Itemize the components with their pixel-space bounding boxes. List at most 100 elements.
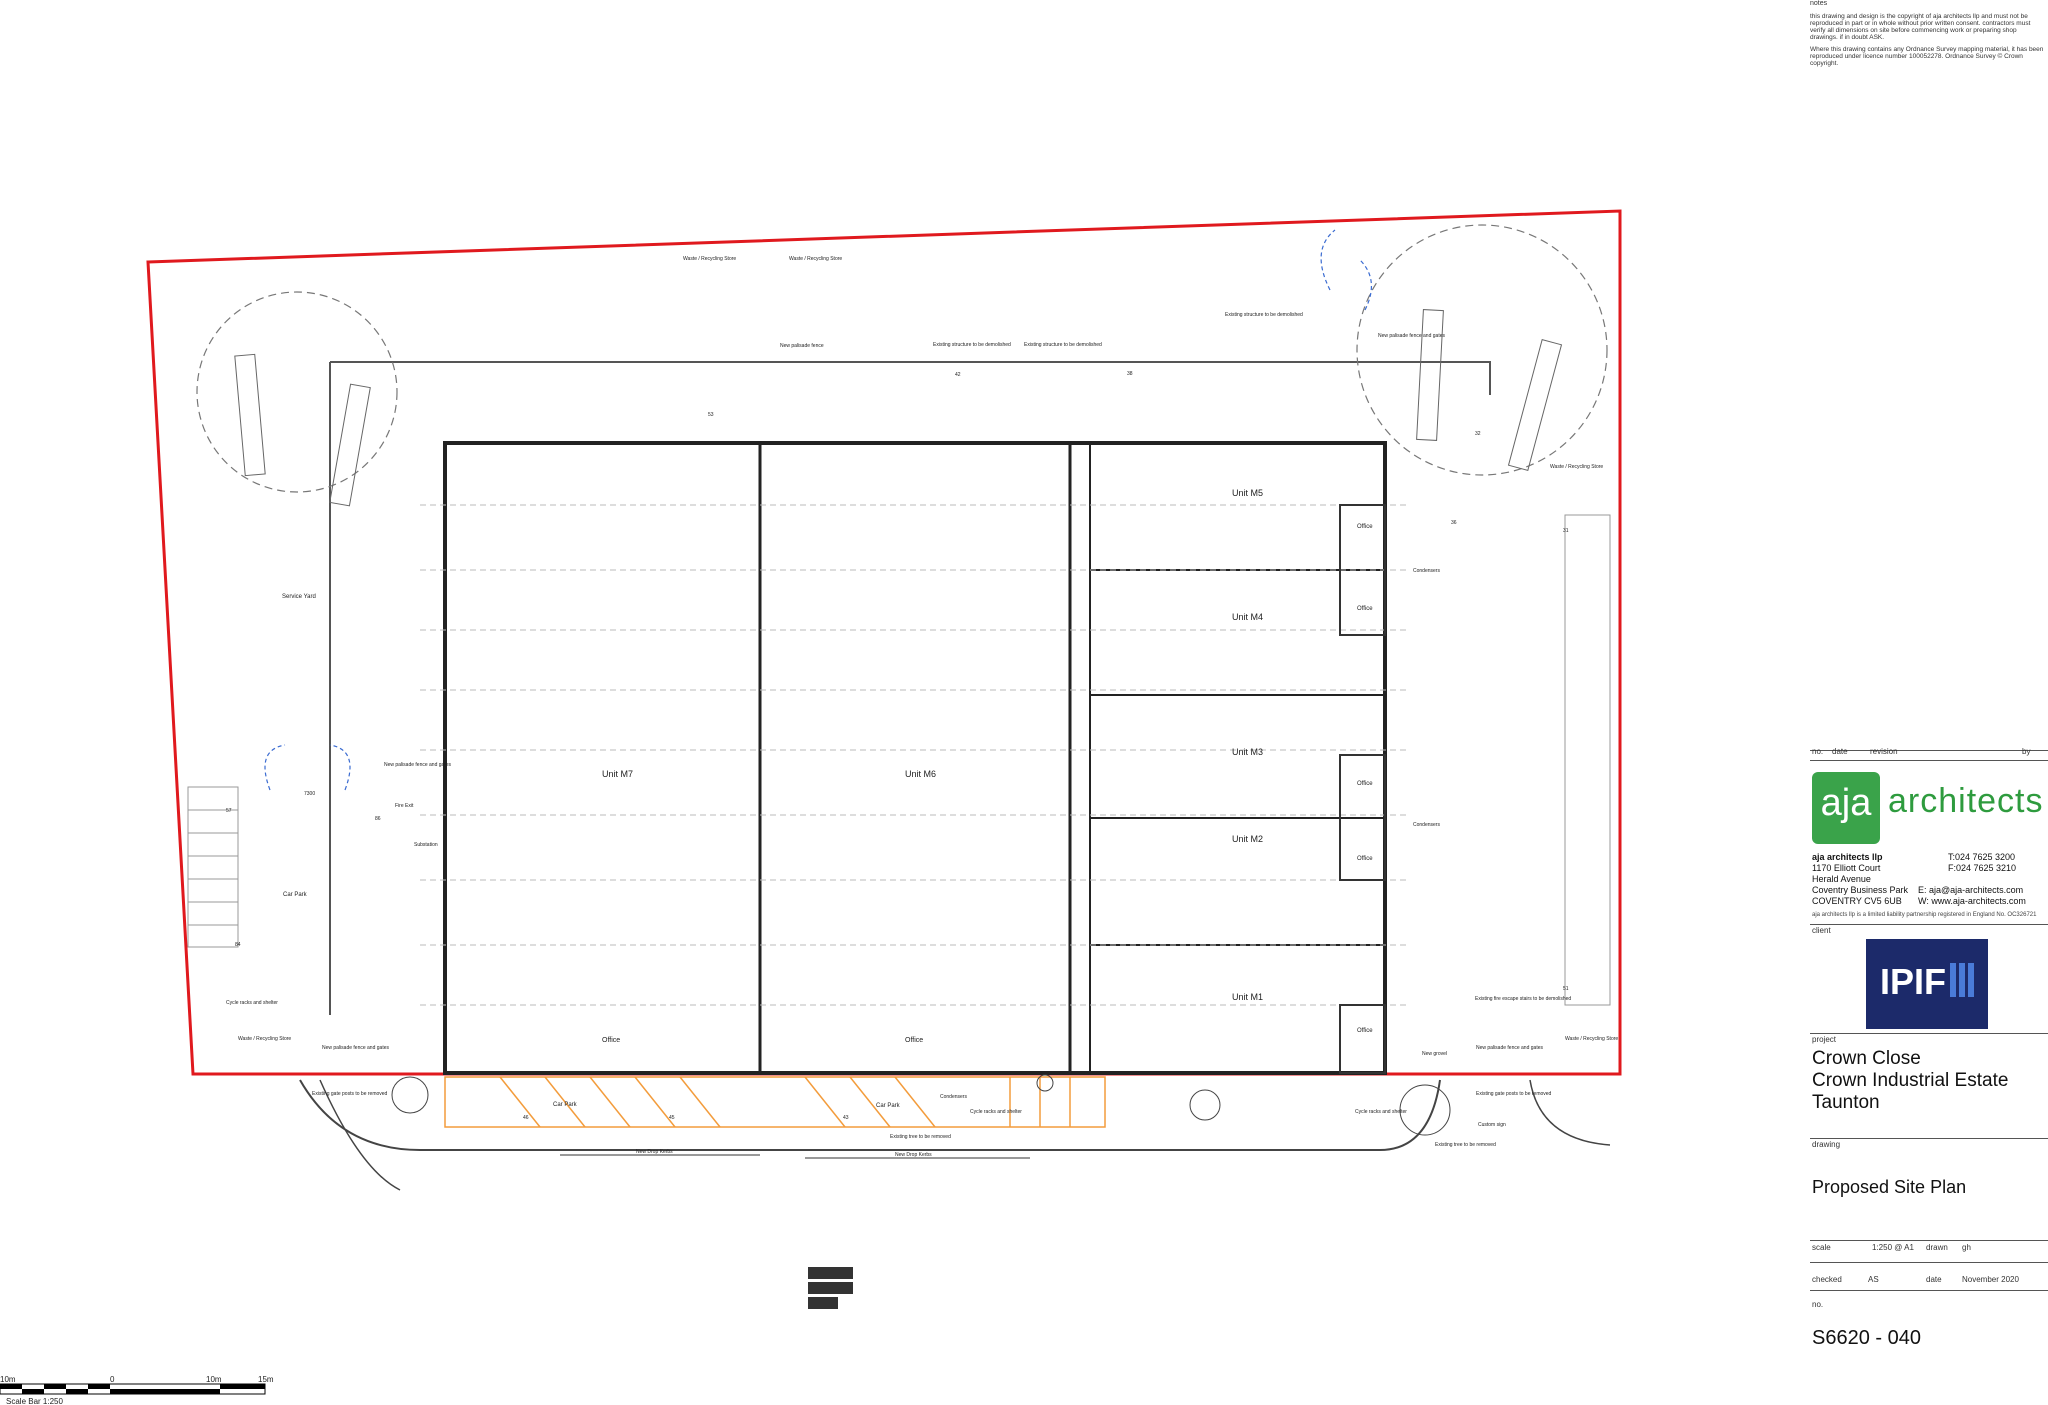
car-park-bays-right [1564,514,1611,1006]
label-tree-removed-2: Existing tree to be removed [1435,1142,1496,1148]
label-car-park-left: Car Park [283,892,308,898]
label-service-yard: Service Yard [282,594,316,600]
aja-logo-word: architects [1888,782,2044,820]
label-gate-posts-2: Existing gate posts to be removed [1476,1091,1552,1097]
drawing-heading: drawing [1812,1140,1841,1149]
architect-email[interactable]: E: aja@aja-architects.com [1918,885,2024,895]
label-gate-posts-1: Existing gate posts to be removed [312,1091,388,1097]
divider-meta-1 [1810,1240,2048,1241]
label-waste-store-4: Waste / Recycling Store [1565,1036,1618,1042]
label-condensers-1: Condensers [1413,568,1440,574]
labels: Unit M7 Unit M6 Unit M5 Unit M4 Unit M3 … [0,256,1618,1405]
label-dim-7300: 7300 [304,791,315,797]
client-logo-bars-icon [1950,963,1974,997]
architect-fax: F:024 7625 3210 [1948,863,2017,873]
architect-web[interactable]: W: www.aja-architects.com [1918,896,2026,906]
label-office-m1: Office [1357,1028,1373,1034]
notes-panel: notes this drawing and design is the cop… [1810,0,2046,72]
label-office-m3: Office [1357,781,1373,787]
drawing-no-label: no. [1812,1300,1824,1309]
label-custom-sign: Custom sign [1478,1122,1506,1128]
aja-logo-icon [1812,772,1880,844]
divider-revisions-top [1810,750,2048,751]
label-condensers-2: Condensers [1413,822,1440,828]
label-office-m6: Office [905,1037,923,1044]
scale-label: scale [1812,1243,1831,1252]
label-waste-store-3: Waste / Recycling Store [1550,464,1603,470]
label-palisade-fence: New palisade fence [780,343,824,349]
notes-os-licence: Where this drawing contains any Ordnance… [1810,46,2044,67]
label-waste-store-1: Waste / Recycling Store [683,256,736,262]
label-num-53: 53 [708,412,714,418]
site-plan-drawing: Unit M7 Unit M6 Unit M5 Unit M4 Unit M3 … [0,209,1622,1405]
label-unit-m5: Unit M5 [1232,488,1263,498]
project-heading: project [1812,1035,1837,1044]
label-waste-store-5: Waste / Recycling Store [238,1036,291,1042]
label-office-m5: Office [1357,524,1373,530]
label-unit-m4: Unit M4 [1232,612,1263,622]
gates [264,229,1372,791]
label-office-m2: Office [1357,856,1373,862]
divider-meta-2 [1810,1262,2048,1263]
label-num-36: 36 [1451,520,1457,526]
architect-address-2: Herald Avenue [1812,874,1871,884]
label-drop-kerbs-2: New Drop Kerbs [895,1152,932,1158]
label-car-park-south-2: Car Park [876,1103,901,1109]
drawing-title: Proposed Site Plan [1812,1177,1967,1197]
scale-tick-zero: 0 [110,1375,115,1384]
label-num-42: 42 [955,372,961,378]
site-boundary [146,209,1622,1076]
aja-logo-text: aja [1820,782,1872,824]
label-palisade-gates-4: New palisade fence and gates [1476,1045,1543,1051]
label-num-38: 38 [1127,371,1133,377]
label-cycle-racks-1: Cycle racks and shelter [226,1000,278,1006]
trees [391,1074,1451,1136]
label-num-32: 32 [1475,431,1481,437]
divider-drawing [1810,1138,2048,1139]
drawn-label: drawn [1926,1243,1948,1252]
date-label: date [1926,1275,1942,1284]
rev-col-date: date [1832,747,1848,756]
label-cycle-racks-2: Cycle racks and shelter [970,1109,1022,1115]
palisade-fence-line [330,361,1491,395]
label-num-46: 46 [523,1115,529,1121]
label-num-43: 43 [843,1115,849,1121]
label-num-31: 31 [1563,528,1569,534]
grid-lines [420,504,1410,1006]
label-substation: Substation [414,842,438,848]
label-unit-m2: Unit M2 [1232,834,1263,844]
key-plan-icon [808,1267,853,1309]
rev-col-revision: revision [1870,747,1898,756]
scale-tick-10: 10m [206,1375,222,1384]
divider-meta-3 [1810,1290,2048,1291]
architect-legal: aja architects llp is a limited liabilit… [1812,912,2037,918]
notes-heading: notes [1810,0,1828,7]
label-unit-m6: Unit M6 [905,769,936,779]
drawn-value: gh [1962,1243,1971,1252]
checked-label: checked [1812,1275,1842,1284]
client-logo-text: IPIF [1880,961,1947,1002]
rev-col-by: by [2022,747,2031,756]
architect-address-1: 1170 Elliott Court [1812,863,1881,873]
label-unit-m7: Unit M7 [602,769,633,779]
architect-address-3: Coventry Business Park [1812,885,1909,895]
scale-tick-left: 10m [0,1375,16,1384]
date-value: November 2020 [1962,1275,2019,1284]
road-curve-right [1529,1079,1611,1146]
label-drop-kerbs-1: New Drop Kerbs [636,1149,673,1155]
label-existing-structure-2: Existing structure to be demolished [1024,342,1102,348]
scale-tick-15: 15m [258,1375,274,1384]
turning-circle-left [196,291,398,493]
scale-bar [0,1383,266,1395]
label-waste-store-2: Waste / Recycling Store [789,256,842,262]
label-num-57: 57 [226,808,232,814]
road-curve-outer [319,1079,401,1191]
label-num-84: 84 [235,942,241,948]
label-fire-stairs: Existing fire escape stairs to be demoli… [1475,996,1571,1002]
architect-name: aja architects llp [1812,852,1883,862]
drawing-number: S6620 - 040 [1812,1327,1921,1349]
office-blocks [1339,504,1386,1074]
divider-client [1810,924,2048,925]
label-num-51: 51 [1563,986,1569,992]
road-curve-left [299,1079,1441,1151]
